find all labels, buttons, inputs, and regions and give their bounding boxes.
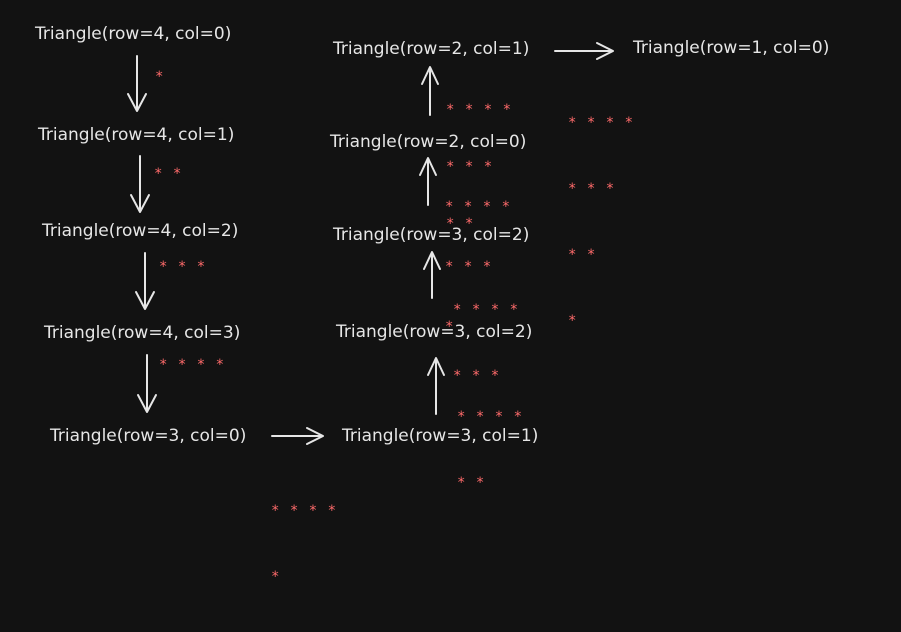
- arrow-up-2: [423, 251, 441, 299]
- arrow-up-1: [427, 357, 445, 415]
- stars-output-5: * * * * *: [271, 456, 337, 632]
- stars-line: * *: [568, 247, 597, 263]
- stars-line: * * * *: [271, 503, 338, 519]
- stars-output-10: * * * * * * * * * *: [568, 68, 634, 376]
- stars-line: * *: [446, 216, 475, 232]
- node-row2-col1: Triangle(row=2, col=1): [333, 39, 530, 59]
- stars-output-7: * * * * * * *: [453, 255, 519, 431]
- stars-line: * * *: [445, 259, 493, 275]
- stars-line: * * *: [453, 368, 501, 384]
- stars-output-1: *: [155, 69, 165, 85]
- arrow-down-2: [130, 155, 150, 213]
- stars-output-6: * * * * * *: [457, 362, 523, 538]
- node-row4-col3: Triangle(row=4, col=3): [44, 323, 241, 343]
- stars-output-3: * * *: [159, 259, 207, 275]
- stars-line: * * * *: [457, 409, 524, 425]
- recursion-diagram: Triangle(row=4, col=0) Triangle(row=4, c…: [35, 24, 830, 585]
- stars-line: *: [568, 313, 578, 329]
- stars-line: * * *: [568, 181, 616, 197]
- stars-line: * * * *: [568, 115, 635, 131]
- node-row3-col2-lower: Triangle(row=3, col=2): [336, 322, 533, 342]
- stars-line: * * * *: [453, 302, 520, 318]
- node-row4-col0: Triangle(row=4, col=0): [35, 24, 232, 44]
- node-row4-col2: Triangle(row=4, col=2): [42, 221, 239, 241]
- node-row4-col1: Triangle(row=4, col=1): [38, 125, 235, 145]
- arrow-right-1: [271, 427, 324, 445]
- node-row3-col0: Triangle(row=3, col=0): [50, 426, 247, 446]
- stars-output-9: * * * * * * * * *: [446, 63, 512, 272]
- arrow-down-4: [137, 354, 157, 413]
- arrow-up-4: [421, 66, 439, 116]
- stars-line: * *: [457, 475, 486, 491]
- node-row3-col2-upper: Triangle(row=3, col=2): [333, 225, 530, 245]
- stars-line: *: [271, 569, 281, 585]
- arrow-right-2: [554, 42, 614, 60]
- stars-line: *: [445, 319, 455, 335]
- stars-output-2: * *: [154, 166, 183, 182]
- node-row3-col1: Triangle(row=3, col=1): [342, 426, 539, 446]
- arrow-down-1: [127, 55, 147, 112]
- stars-line: * * * *: [445, 199, 512, 215]
- stars-output-8: * * * * * * * *: [445, 157, 511, 377]
- stars-line: * * * *: [446, 102, 513, 118]
- arrows-layer: [127, 42, 614, 445]
- node-row2-col0: Triangle(row=2, col=0): [330, 132, 527, 152]
- arrow-up-3: [419, 157, 437, 206]
- arrow-down-3: [135, 252, 155, 310]
- node-row1-col0: Triangle(row=1, col=0): [633, 38, 830, 58]
- stars-output-4: * * * *: [159, 357, 226, 373]
- stars-line: * * *: [446, 159, 494, 175]
